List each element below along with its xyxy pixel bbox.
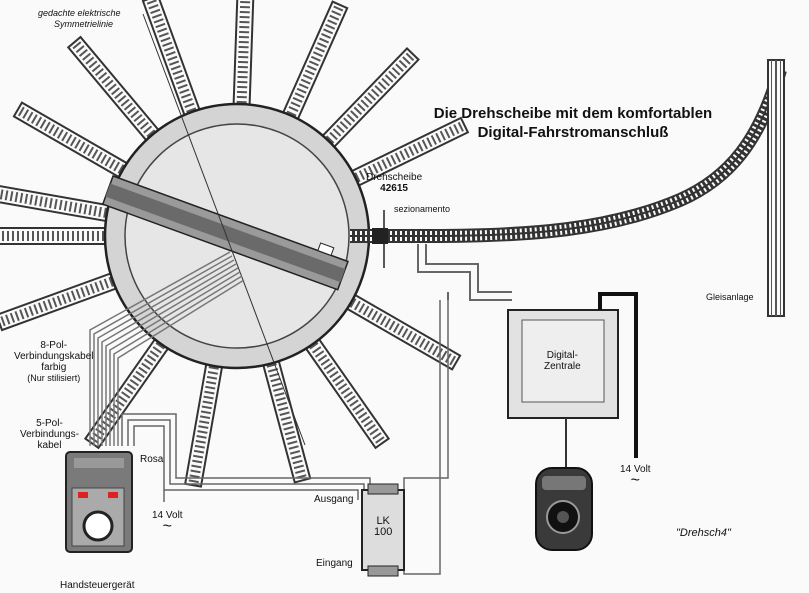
digital-line2: Zentrale <box>544 361 581 372</box>
ac-symbol-left: ~ <box>162 518 172 535</box>
volt-right-text: 14 Volt <box>620 464 651 475</box>
handheld-label: Handsteuergerät <box>60 580 135 591</box>
radial-tracks <box>0 0 470 488</box>
volt-left-label: 14 Volt ~ <box>152 510 183 535</box>
sectioning-label: sezionamento <box>394 204 451 214</box>
lk-line2: 100 <box>374 526 393 538</box>
title-line2: Digital-Fahrstromanschluß <box>477 124 669 141</box>
lk-line1: LK <box>376 515 390 527</box>
figure-ref-label: "Drehsch4" <box>676 527 731 539</box>
handheld-controller <box>65 451 133 553</box>
cable5-line2: Verbindungs- <box>20 429 79 440</box>
track-feed-wires <box>417 244 512 301</box>
cable8-line1: 8-Pol- <box>40 340 68 351</box>
cable5-label: 5-Pol- Verbindungs- kabel <box>20 418 79 451</box>
lk100-label: LK 100 <box>374 516 392 538</box>
turntable-number: 42615 <box>380 183 408 194</box>
title-line1: Die Drehscheibe mit dem komfortablen <box>433 105 713 122</box>
volt-left-text: 14 Volt <box>152 510 183 521</box>
digital-line1: Digital- <box>546 350 578 361</box>
page-title: Die Drehscheibe mit dem komfortablen Dig… <box>408 104 738 142</box>
volt-right-label: 14 Volt ~ <box>620 464 651 489</box>
power-wire-right <box>598 292 638 458</box>
mobile-station <box>535 467 593 551</box>
cable-8pol <box>89 251 245 446</box>
track-layout-label: Gleisanlage <box>706 292 754 302</box>
siding-track <box>767 59 785 317</box>
symmetry-label: gedachte elektrische Symmetrielinie <box>38 8 121 30</box>
ac-symbol-right: ~ <box>630 472 640 489</box>
turntable-label: Drehscheibe 42615 <box>366 172 422 194</box>
cable5-line1: 5-Pol- <box>36 418 63 429</box>
cable-5pol <box>121 413 371 500</box>
symmetry-label-line1: gedachte elektrische <box>38 8 121 18</box>
eingang-label: Eingang <box>316 558 353 569</box>
cable8-line3: farbig <box>41 362 67 373</box>
cable8-label: 8-Pol- Verbindungskabel farbig (Nur stil… <box>14 340 94 384</box>
digital-central-label: Digital- Zentrale <box>544 350 581 372</box>
lk100-box <box>361 483 405 577</box>
turntable-name: Drehscheibe <box>366 172 423 183</box>
symmetry-label-line2: Symmetrielinie <box>54 19 114 29</box>
cable8-line4: (Nur stilisiert) <box>27 373 81 383</box>
cable8-line2: Verbindungskabel <box>14 351 94 362</box>
cable5-line3: kabel <box>37 440 62 451</box>
digital-central-box <box>507 309 619 419</box>
exit-track <box>350 68 787 268</box>
symmetry-line <box>142 13 306 446</box>
rosa-label: Rosa <box>140 454 164 465</box>
ausgang-label: Ausgang <box>314 494 354 505</box>
